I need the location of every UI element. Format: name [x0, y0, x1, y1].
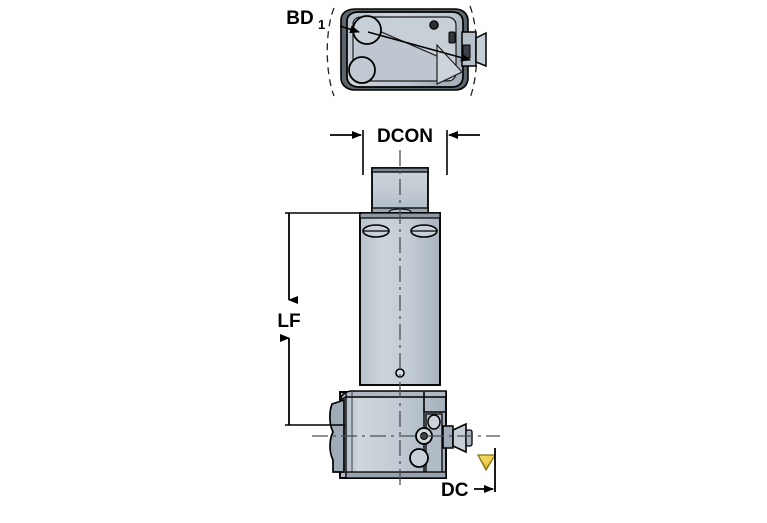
projection-arc-right — [469, 5, 478, 99]
end-view-bore-upper — [352, 15, 382, 45]
end-view-locating-hole — [429, 20, 439, 30]
end-view-group: BD 1 — [286, 5, 487, 99]
coolant-nozzle-base — [442, 425, 454, 449]
end-view-wedge-facet — [436, 43, 463, 85]
coolant-nozzle-cone — [452, 422, 467, 454]
lf-label: LF — [277, 311, 300, 332]
cutting-head-top-chamfer — [338, 390, 447, 402]
cutting-head-left-jaw — [329, 398, 345, 473]
cutting-head-lower-bore — [409, 448, 429, 468]
bd1-leader-line — [339, 25, 360, 34]
cutting-head-right-bore — [427, 414, 441, 430]
end-view-bore-lower — [348, 56, 376, 84]
centerlines-group — [312, 150, 500, 490]
end-view-coupling-flange — [475, 31, 487, 68]
dc-label: DC — [441, 480, 469, 501]
coolant-nozzle-tip — [465, 429, 473, 447]
bd1-internal-leader — [367, 31, 471, 62]
cutting-insert-highlight — [479, 456, 494, 466]
lf-dimension-group: LF — [277, 212, 362, 426]
dcon-label: DCON — [377, 126, 433, 147]
bd1-subscript: 1 — [318, 17, 325, 32]
dcon-dimension-group: DCON — [330, 126, 480, 175]
cutting-head-bottom-face — [345, 471, 447, 479]
bd1-label: BD — [286, 8, 313, 29]
end-view-keyway-slot — [448, 31, 456, 44]
dc-dimension-group: DC — [441, 448, 497, 501]
end-view-coolant-port — [462, 44, 471, 59]
